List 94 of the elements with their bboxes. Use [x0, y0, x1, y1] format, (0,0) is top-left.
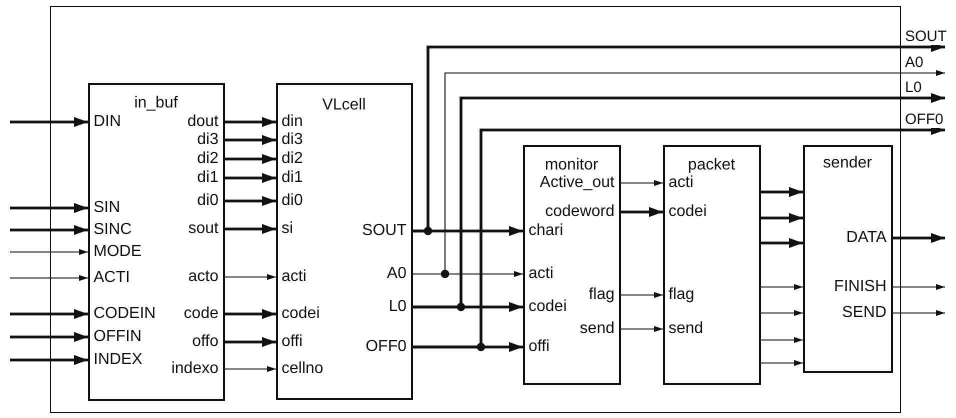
signal-arrow [621, 326, 663, 332]
signal-arrow [761, 360, 803, 366]
port-label: dout [187, 113, 222, 130]
port-label: flag [588, 286, 618, 303]
port-label: A0 [386, 265, 410, 282]
port-label: codei [278, 305, 320, 322]
signal-arrow [893, 233, 945, 243]
signal-arrow [225, 309, 276, 319]
port-label: DATA [846, 229, 890, 246]
signal-arrow [893, 310, 945, 316]
port-label: acti [524, 265, 554, 282]
port-label: OFFIN [90, 328, 142, 345]
signal-arrow [761, 284, 803, 290]
module-block [662, 144, 760, 384]
signal-arrow [225, 224, 276, 234]
signal-arrow [225, 154, 276, 164]
module-block [276, 82, 412, 400]
signal-arrow [10, 249, 88, 255]
module-title: sender [823, 154, 872, 171]
port-label: acti [278, 268, 306, 285]
module-title: in_buf [134, 94, 178, 111]
signal-arrow [413, 70, 945, 275]
port-label: sout [188, 220, 222, 237]
port-label: FINISH [834, 278, 890, 295]
port-label: chari [524, 222, 564, 239]
port-label: di3 [278, 131, 303, 148]
port-label: codei [524, 298, 567, 315]
signal-label: SOUT [904, 29, 948, 45]
signal-arrow [10, 275, 88, 281]
system-boundary [50, 6, 901, 413]
signal-arrow [621, 207, 663, 217]
port-label: cellno [278, 360, 324, 377]
port-label: si [278, 220, 294, 237]
port-label: SOUT [362, 222, 410, 239]
signal-arrow [225, 135, 276, 145]
module-title: VLcell [322, 96, 366, 113]
port-label: din [278, 113, 303, 130]
signal-arrow [10, 117, 88, 127]
port-label: SEND [842, 304, 890, 321]
port-label: Active_out [540, 174, 618, 191]
port-label: codei [664, 203, 707, 220]
port-label: DIN [90, 113, 122, 130]
module-block [88, 82, 224, 400]
signal-arrow [761, 238, 803, 248]
port-label: send [664, 320, 704, 337]
port-label: di1 [278, 169, 303, 186]
port-label: code [184, 305, 222, 322]
port-label: CODEIN [90, 305, 156, 322]
signal-arrow [761, 213, 803, 223]
signal-arrow [225, 117, 276, 127]
signal-arrow [10, 203, 88, 213]
port-label: send [580, 320, 618, 337]
port-label: OFF0 [366, 338, 410, 355]
port-label: acti [664, 174, 694, 191]
port-label: MODE [90, 243, 142, 260]
signal-arrow [761, 187, 803, 197]
port-label: ACTI [90, 269, 130, 286]
signal-arrow [10, 355, 88, 365]
signal-arrow [10, 332, 88, 342]
signal-label: OFF0 [904, 112, 944, 128]
port-label: offi [278, 333, 303, 350]
signal-arrow [761, 337, 803, 343]
port-label: SIN [90, 199, 120, 216]
port-label: offi [524, 338, 550, 355]
module-title: packet [688, 156, 736, 173]
port-label: di2 [278, 150, 303, 167]
signal-arrow [225, 196, 276, 206]
port-label: L0 [388, 298, 410, 315]
port-label: di3 [197, 131, 222, 148]
port-label: offo [192, 333, 222, 350]
port-label: di2 [197, 150, 222, 167]
signal-arrow [413, 93, 945, 308]
signal-arrow [893, 284, 945, 290]
port-label: acto [188, 268, 222, 285]
port-label: flag [664, 286, 694, 303]
signal-arrow [621, 292, 663, 298]
port-label: di0 [197, 192, 222, 209]
signal-arrow [225, 274, 276, 280]
port-label: INDEX [90, 351, 142, 368]
signal-arrow [761, 310, 803, 316]
module-block [522, 144, 620, 384]
signal-arrow [621, 180, 663, 186]
port-label: di0 [278, 192, 303, 209]
module-title: monitor [544, 156, 598, 173]
port-label: di1 [197, 169, 222, 186]
signal-arrow [225, 366, 276, 372]
port-label: SINC [90, 221, 132, 238]
signal-arrow [10, 309, 88, 319]
signal-arrow [10, 225, 88, 235]
signal-arrow [225, 337, 276, 347]
port-label: codeword [545, 203, 618, 220]
port-label: indexo [171, 360, 222, 377]
signal-arrow [225, 173, 276, 183]
module-block [802, 144, 892, 372]
